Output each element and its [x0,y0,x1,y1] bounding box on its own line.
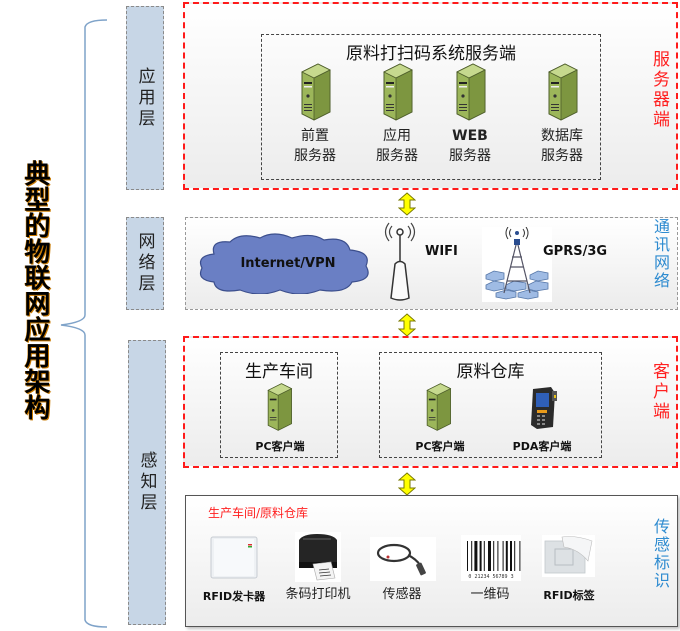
barcode-printer-icon [295,532,341,582]
device-label: RFID发卡器 [202,590,266,603]
barcode-bar [474,541,478,571]
network-side-label: 通讯网络 [651,218,670,290]
server-icon [301,63,331,121]
device-label: 一维码 [470,587,510,602]
rfid-reader-icon [210,536,258,579]
layer-label-text: 网络层 [134,232,155,295]
pda-icon [531,387,557,429]
client-group-title: 生产车间 [245,362,313,382]
device-side-label: 传感标识 [651,518,670,590]
bidirectional-arrow-icon [398,192,416,216]
network-panel: 通讯网络 [185,217,678,310]
layer-label-application: 应用层 [126,6,164,190]
network-label-gprs: GPRS/3G [543,244,608,259]
server-icon [456,63,486,121]
barcode-bar [505,541,508,571]
cloud-icon [199,233,369,294]
server-label: 前置服务器 [294,128,336,164]
client-label: PC客户端 [255,440,305,453]
device-location-label: 生产车间/原料仓库 [208,506,309,520]
barcode-bar [519,541,521,571]
rfid-tag-icon [542,535,595,577]
barcode-digits: 0 21234 56789 3 [468,574,513,580]
server-item: 数据库服务器 [532,62,592,166]
client-side-label: 客户端 [649,362,669,422]
client-group-title: 原料仓库 [456,362,525,382]
barcode-bar [502,541,504,571]
barcode-bar [471,541,473,571]
network-label-wifi: WIFI [425,244,458,259]
device-label: 条码打印机 [285,587,351,602]
client-group-warehouse: 原料仓库 [379,352,602,458]
barcode-bar [483,541,485,571]
barcode-bar [514,541,516,571]
server-item: 前置服务器 [285,62,345,166]
bidirectional-arrow-icon [398,313,416,337]
wifi-router-icon [384,222,416,301]
client-label: PDA客户端 [512,440,572,453]
layer-label-perception: 感知层 [128,340,166,625]
server-panel: 原料打扫码系统服务端 服务器端 [183,2,678,190]
client-group-workshop: 生产车间 [220,352,338,458]
pc-icon [267,383,293,431]
barcode-bar [479,541,482,571]
barcode-icon: 0 21234 56789 3 [461,535,521,581]
server-group-title: 原料打扫码系统服务端 [346,44,516,64]
server-icon [383,63,413,121]
diagram-title: 典型的物联网应用架构 [20,160,50,420]
cell-tower-icon [482,227,552,302]
layer-label-network: 网络层 [126,217,164,310]
layer-label-text: 感知层 [136,451,157,514]
bidirectional-arrow-icon [398,472,416,496]
device-label: RFID标签 [543,589,595,602]
sensor-icon [370,537,436,581]
network-label-internet: Internet/VPN [240,256,336,271]
barcode-bar [467,541,468,571]
client-label: PC客户端 [415,440,465,453]
server-label: 数据库服务器 [541,128,583,164]
server-side-label: 服务器端 [649,50,669,130]
layer-label-text: 应用层 [134,66,155,130]
brace-bracket [60,19,108,628]
barcode-bar [510,541,512,571]
server-icon [548,63,578,121]
server-item: 应用服务器 [367,62,427,166]
barcode-bar [493,541,495,571]
server-group-box: 原料打扫码系统服务端 [261,34,601,180]
barcode-bar [488,541,491,571]
pc-icon [426,383,452,431]
barcode-bar [497,541,499,571]
device-label: 传感器 [382,587,422,602]
server-label: 应用服务器 [376,128,418,164]
